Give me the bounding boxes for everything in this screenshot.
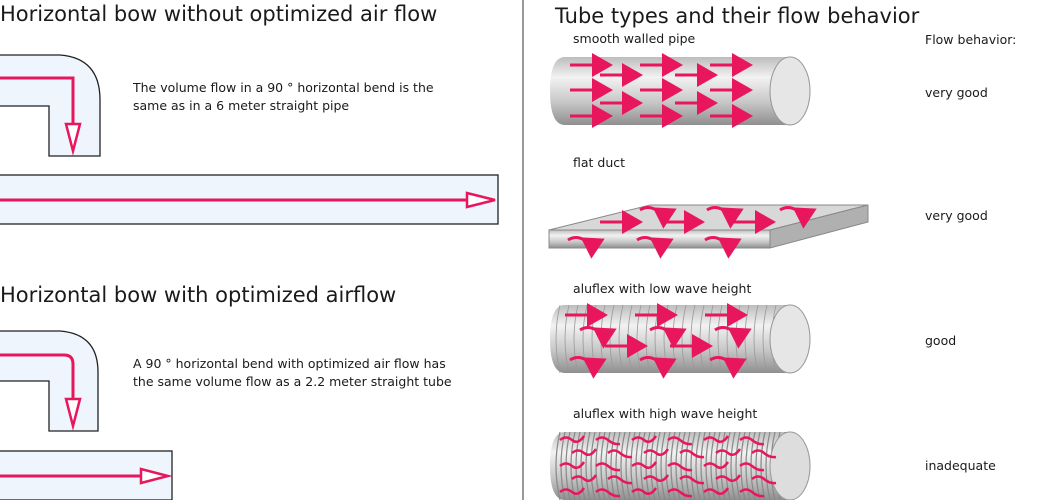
tube-rib	[717, 304, 723, 374]
section1-text-line2: same as in a 6 meter straight pipe	[133, 98, 350, 113]
tube-label: flat duct	[573, 155, 626, 170]
tube-rib	[690, 431, 696, 500]
section2-text-line2: the same volume flow as a 2.2 meter stra…	[133, 374, 452, 389]
turbulent-flow-arrow	[703, 461, 730, 470]
bend-1	[0, 54, 101, 157]
flat-duct-illustration	[548, 204, 869, 259]
turbulent-flow-arrow	[631, 461, 658, 470]
right-title: Tube types and their flow behavior	[555, 4, 920, 28]
tube-rib	[573, 304, 579, 374]
tube-rib	[620, 431, 626, 500]
tube-rib	[655, 431, 661, 500]
turbulent-flow-arrow	[739, 462, 765, 472]
aluflex-low-wave-illustration	[550, 303, 811, 379]
tube-rib	[735, 431, 741, 500]
section1-text-line1: The volume flow in a 90 ° horizontal ben…	[133, 80, 434, 95]
turbulent-flow-arrow	[715, 474, 742, 483]
turbulent-flow-arrow	[643, 448, 670, 457]
tube-rib	[760, 431, 766, 500]
turbulent-flow-arrow	[595, 488, 621, 498]
section1-title: Horizontal bow without optimized air flo…	[0, 2, 438, 26]
aluflex-high-wave-illustration	[550, 431, 811, 500]
bend-2	[0, 330, 99, 432]
tube-rib	[610, 431, 616, 500]
turbulent-flow-arrow	[571, 474, 598, 483]
turbulent-flow-arrow	[751, 449, 777, 459]
turbulent-flow-arrow	[739, 436, 765, 446]
turbulent-flow-arrow	[679, 475, 705, 485]
tube-rib	[753, 304, 759, 374]
section2-title: Horizontal bow with optimized airflow	[0, 283, 397, 307]
tube-label: aluflex with low wave height	[573, 281, 752, 296]
tube-rib	[685, 431, 691, 500]
turbulent-flow-arrow	[667, 436, 693, 446]
section2-text-line1: A 90 ° horizontal bend with optimized ai…	[133, 356, 446, 371]
turbulent-flow-arrow	[595, 436, 621, 446]
tube-rib	[615, 431, 621, 500]
turbulent-flow-arrow	[667, 462, 693, 472]
turbulent-flow-arrow	[667, 488, 693, 498]
turbulent-flow-arrow	[751, 475, 777, 485]
turbulent-flow-arrow	[559, 487, 586, 496]
tube-rib	[555, 431, 561, 500]
tube-rib	[762, 304, 768, 374]
tube-rib	[660, 431, 666, 500]
tube-rib	[625, 431, 631, 500]
turbulent-flow-arrow	[703, 435, 730, 444]
tube-rating: good	[925, 333, 957, 348]
turbulent-flow-arrow	[631, 487, 658, 496]
flow-behavior-header: Flow behavior:	[925, 32, 1017, 47]
turbulent-flow-arrow	[559, 435, 586, 444]
tube-rib	[730, 431, 736, 500]
tube-label: aluflex with high wave height	[573, 406, 758, 421]
turbulent-flow-arrow	[607, 449, 633, 459]
tube-label: smooth walled pipe	[573, 31, 696, 46]
turbulent-flow-arrow	[595, 462, 621, 472]
straight-pipe-6m	[0, 174, 499, 225]
turbulent-flow-arrow	[571, 448, 598, 457]
tube-rib	[564, 304, 570, 374]
tube-rib	[695, 431, 701, 500]
tube-rating: inadequate	[925, 458, 996, 473]
turbulent-flow-arrow	[631, 435, 658, 444]
turbulent-flow-arrow	[703, 487, 730, 496]
straight-pipe-2-2m	[0, 450, 173, 500]
tube-rib	[765, 431, 771, 500]
tube-rib	[555, 304, 561, 374]
turbulent-flow-arrow	[739, 488, 765, 498]
tube-rib	[690, 304, 696, 374]
tube-rib	[755, 431, 761, 500]
tube-rib	[585, 431, 591, 500]
tube-rating: very good	[925, 208, 988, 223]
tube-rib	[590, 431, 596, 500]
turbulent-flow-arrow	[715, 448, 742, 457]
smooth-pipe-illustration	[550, 53, 811, 128]
turbulent-flow-arrow	[643, 474, 670, 483]
turbulent-flow-arrow	[679, 449, 705, 459]
tube-rating: very good	[925, 85, 988, 100]
turbulent-flow-arrow	[607, 475, 633, 485]
turbulent-flow-arrow	[559, 461, 586, 470]
tube-rib	[618, 304, 624, 374]
tube-rib	[700, 431, 706, 500]
